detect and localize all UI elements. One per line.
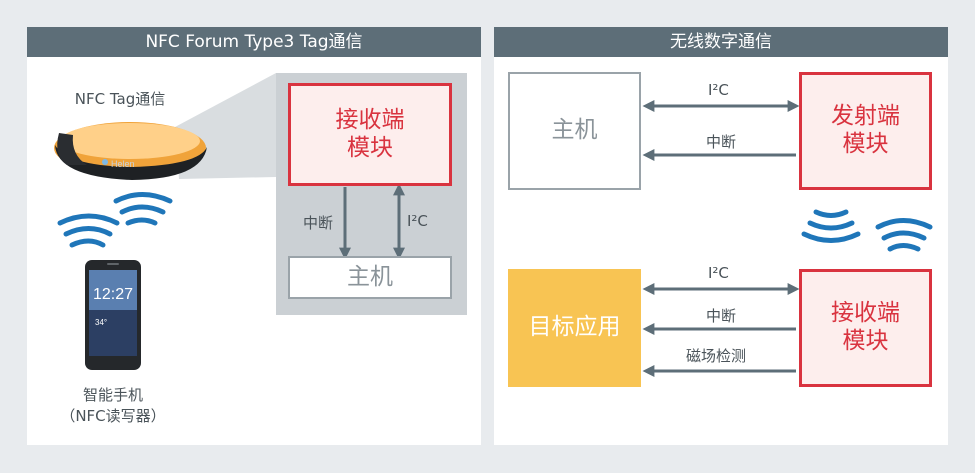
nfc-i2c-label: I²C (407, 212, 428, 230)
wireless-panel: 无线数字通信 主机 发射端 模块 目标应用 接收端 模块 I²C 中断 I²C (494, 27, 948, 445)
transmitter-module: 发射端 模块 (799, 72, 932, 190)
phone-clock: 12:27 (93, 286, 133, 303)
phone-caption-line2: （NFC读写器） (60, 407, 166, 425)
target-application-box: 目标应用 (508, 269, 641, 387)
wristband-icon: Helen (54, 122, 207, 180)
band-wireless-icon (113, 192, 173, 226)
bottom-i2c-label: I²C (708, 264, 729, 282)
wristband-logo: Helen (111, 159, 135, 169)
transmitter-wireless-icon (801, 209, 861, 243)
nfc-receiver-module: 接收端 模块 (288, 83, 452, 186)
wireless-panel-title: 无线数字通信 (494, 27, 948, 57)
nfc-host-box: 主机 (288, 256, 452, 299)
smartphone-icon: 12:27 34° (85, 260, 141, 370)
band-label: NFC Tag通信 (74, 90, 166, 108)
phone-wireless-icon (57, 213, 120, 248)
nfc-diagram-graphics: Helen 12:27 34° (54, 73, 405, 370)
wireless-host-box: 主机 (508, 72, 641, 190)
phone-caption-line1: 智能手机 (82, 386, 143, 404)
nfc-panel-title: NFC Forum Type3 Tag通信 (27, 27, 481, 57)
nfc-panel: NFC Forum Type3 Tag通信 Helen (27, 27, 481, 445)
wireless-receiver-module: 接收端 模块 (799, 269, 932, 387)
top-interrupt-label: 中断 (706, 133, 737, 151)
top-i2c-label: I²C (708, 81, 729, 99)
nfc-interrupt-label: 中断 (303, 214, 334, 232)
magnetic-detect-label: 磁场检测 (686, 347, 747, 365)
bottom-interrupt-label: 中断 (706, 307, 737, 325)
receiver-wireless-icon (875, 218, 933, 252)
wireless-diagram-graphics (642, 100, 933, 377)
phone-temperature: 34° (95, 318, 107, 327)
